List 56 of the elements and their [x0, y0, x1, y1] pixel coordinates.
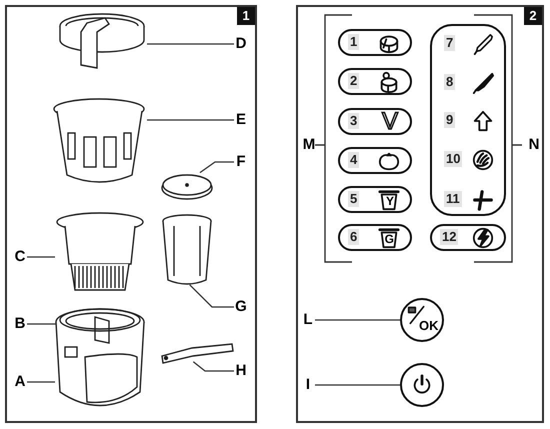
button-number: 12	[440, 229, 458, 245]
rim-drawing	[58, 307, 142, 333]
symbol-letter: Y	[386, 195, 394, 207]
callout-letter: D	[235, 36, 247, 52]
button-number: 9	[444, 112, 456, 128]
panel	[5, 5, 257, 423]
program-button	[338, 224, 412, 251]
button-number: 7	[444, 35, 456, 51]
callout-letter: I	[302, 377, 314, 393]
button-number: 1	[348, 34, 360, 50]
callout-letter: C	[14, 249, 26, 265]
leader-line	[189, 284, 234, 308]
program-button	[430, 224, 506, 251]
panel-number-tag: 2	[524, 7, 542, 25]
control-button	[400, 363, 444, 407]
button-number: 11	[444, 191, 462, 207]
symbol-letter: V	[382, 110, 398, 134]
bracket-label: N	[528, 137, 540, 153]
leader-line	[27, 381, 55, 383]
disc-drawing	[160, 172, 214, 202]
leader-line	[27, 256, 55, 258]
leader-line	[315, 384, 400, 386]
callout-letter: G	[235, 299, 247, 315]
program-button	[338, 29, 412, 56]
program-button	[338, 68, 412, 95]
callout-letter: B	[14, 316, 26, 332]
bracket-label: M	[302, 137, 316, 153]
button-number: 8	[444, 74, 456, 90]
callout-letter: E	[235, 112, 247, 128]
program-button	[338, 108, 412, 135]
button-group-frame	[430, 24, 506, 216]
symbol-letter: G	[384, 233, 394, 245]
cup-drawing	[160, 214, 214, 287]
callout-letter: L	[302, 312, 314, 328]
control-button	[400, 298, 444, 342]
callout-letter: A	[14, 374, 26, 390]
button-number: 3	[348, 113, 360, 129]
leader-line	[192, 361, 234, 372]
leader-line	[147, 43, 234, 45]
button-number: 4	[348, 152, 360, 168]
callout-letter: F	[235, 154, 247, 170]
button-number: 6	[348, 229, 360, 245]
leader-line	[315, 319, 400, 321]
leader-line	[27, 323, 58, 325]
leader-line	[200, 161, 234, 174]
callout-letter: H	[235, 363, 247, 379]
button-number: 5	[348, 191, 360, 207]
panel	[296, 5, 544, 423]
button-number: 10	[444, 151, 462, 167]
program-button	[338, 186, 412, 213]
button-number: 2	[348, 73, 360, 89]
button-text: OK	[419, 319, 438, 332]
leader-line	[147, 119, 234, 121]
program-button	[338, 147, 412, 174]
spatula-drawing	[160, 342, 234, 364]
panel-number-tag: 1	[237, 7, 255, 25]
